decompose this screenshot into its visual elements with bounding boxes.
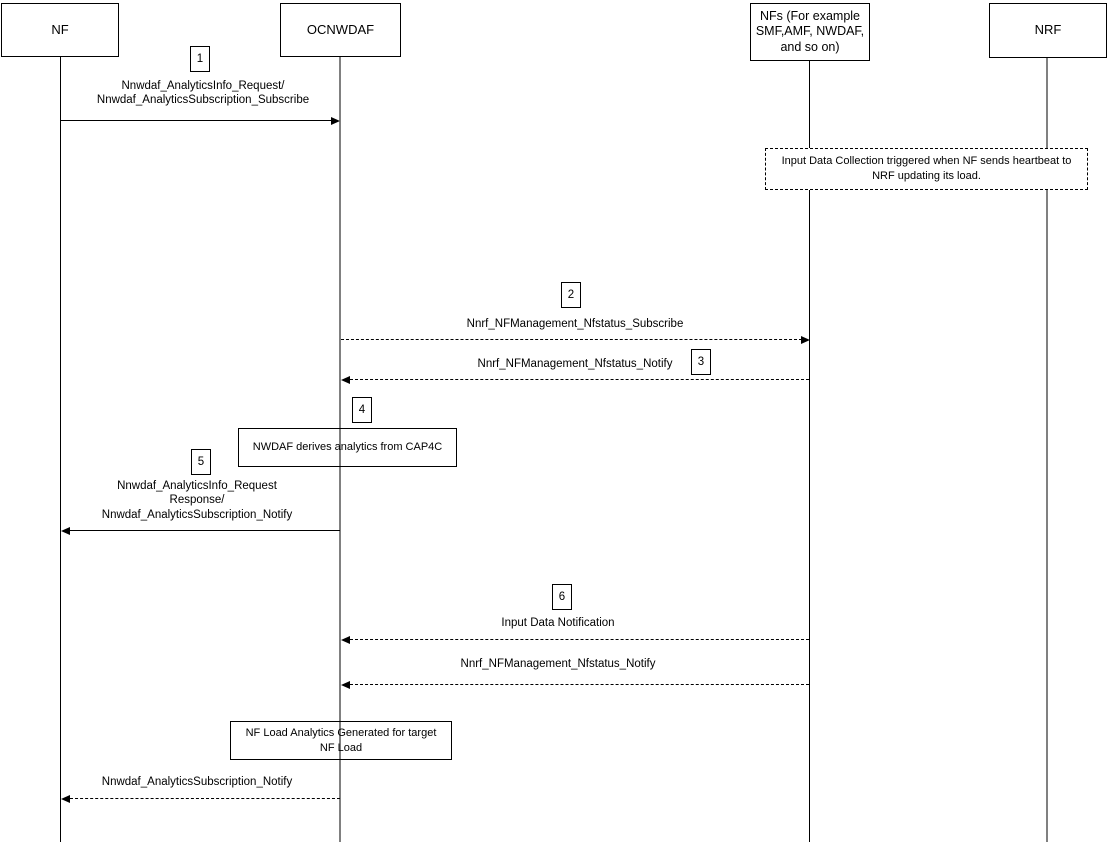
step-badge-2: 2 xyxy=(561,282,581,308)
message-label-nfstatus-subscribe: Nnrf_NFManagement_Nfstatus_Subscribe xyxy=(466,318,684,330)
arrowhead-left-6 xyxy=(341,636,350,644)
arrowhead-left-3 xyxy=(341,376,350,384)
message-label-analytics-request-subscribe: Nnwdaf_AnalyticsInfo_Request/ Nnwdaf_Ana… xyxy=(96,80,310,107)
lifeline-nfs xyxy=(809,61,810,842)
step-badge-4: 4 xyxy=(352,397,372,423)
step-badge-6: 6 xyxy=(552,584,572,610)
step-badge-5: 5 xyxy=(191,449,211,475)
message-line-1 xyxy=(61,120,332,121)
activity-box-derives-analytics: NWDAF derives analytics from CAP4C xyxy=(238,428,457,467)
activity-box-nf-load-analytics: NF Load Analytics Generated for target N… xyxy=(230,721,452,760)
step-badge-3: 3 xyxy=(691,349,711,375)
note-input-data-collection: Input Data Collection triggered when NF … xyxy=(765,148,1088,190)
message-line-8 xyxy=(70,798,340,799)
lifeline-nrf xyxy=(1046,57,1048,842)
message-line-6 xyxy=(350,639,809,640)
message-line-5 xyxy=(70,530,340,531)
message-line-7 xyxy=(350,684,809,685)
arrowhead-left-7 xyxy=(341,681,350,689)
message-label-nfstatus-notify-1: Nnrf_NFManagement_Nfstatus_Notify xyxy=(477,358,673,370)
message-label-input-data-notification: Input Data Notification xyxy=(501,617,615,629)
step-badge-1: 1 xyxy=(190,46,210,72)
arrowhead-right-1 xyxy=(331,117,340,125)
message-label-analytics-response-notify: Nnwdaf_AnalyticsInfo_Request Response/ N… xyxy=(101,480,293,521)
actor-box-nfs: NFs (For example SMF,AMF, NWDAF, and so … xyxy=(750,3,870,61)
actor-box-nf: NF xyxy=(1,3,119,57)
lifeline-nf xyxy=(60,57,61,842)
arrowhead-right-2 xyxy=(801,336,810,344)
actor-box-ocnwdaf: OCNWDAF xyxy=(280,3,401,57)
message-line-3 xyxy=(350,379,809,380)
arrowhead-left-5 xyxy=(61,527,70,535)
arrowhead-left-8 xyxy=(61,795,70,803)
message-label-nfstatus-notify-2: Nnrf_NFManagement_Nfstatus_Notify xyxy=(460,658,656,670)
lifeline-ocnwdaf xyxy=(339,57,341,842)
actor-box-nrf: NRF xyxy=(989,3,1107,58)
message-line-2 xyxy=(341,339,802,340)
message-label-subscription-notify: Nnwdaf_AnalyticsSubscription_Notify xyxy=(101,776,293,788)
